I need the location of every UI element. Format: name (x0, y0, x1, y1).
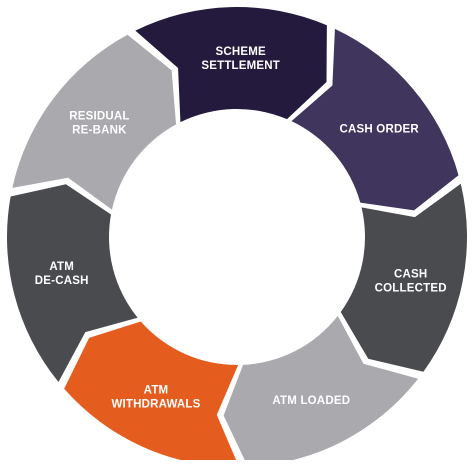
stage-arrow-segment (291, 28, 459, 211)
stage-arrow-segment (223, 315, 419, 465)
stage-label: CASH (394, 268, 427, 280)
stage-cash-order: CASH ORDER (291, 28, 459, 211)
stage-label: COLLECTED (375, 282, 447, 294)
stage-label: WITHDRAWALS (111, 399, 200, 411)
stage-label: CASH ORDER (340, 123, 420, 135)
stage-label: ATM (144, 385, 169, 397)
stage-scheme-settlement: SCHEME SETTLEMENT (135, 7, 327, 123)
stage-arrow-segment (64, 321, 239, 465)
stage-arrow-segment (6, 184, 138, 383)
stage-label: RE-BANK (72, 125, 127, 137)
stage-label: RESIDUAL (69, 111, 129, 123)
stage-label: ATM (49, 261, 74, 273)
stage-cash-collected: CASH COLLECTED (340, 183, 468, 372)
stage-atm-de-cash: ATM DE-CASH (6, 184, 138, 383)
stage-label: SCHEME (215, 46, 266, 58)
stage-label: SETTLEMENT (201, 60, 280, 72)
stage-arrow-segment (340, 183, 468, 372)
stage-label: DE-CASH (35, 275, 89, 287)
stage-label: ATM LOADED (272, 395, 350, 407)
stage-atm-withdrawals: ATM WITHDRAWALS (64, 321, 239, 465)
stage-residual-re-bank: RESIDUAL RE-BANK (12, 34, 177, 210)
stage-atm-loaded: ATM LOADED (223, 315, 419, 465)
stage-arrow-segment (12, 34, 177, 210)
stage-arrow-segment (135, 7, 327, 123)
